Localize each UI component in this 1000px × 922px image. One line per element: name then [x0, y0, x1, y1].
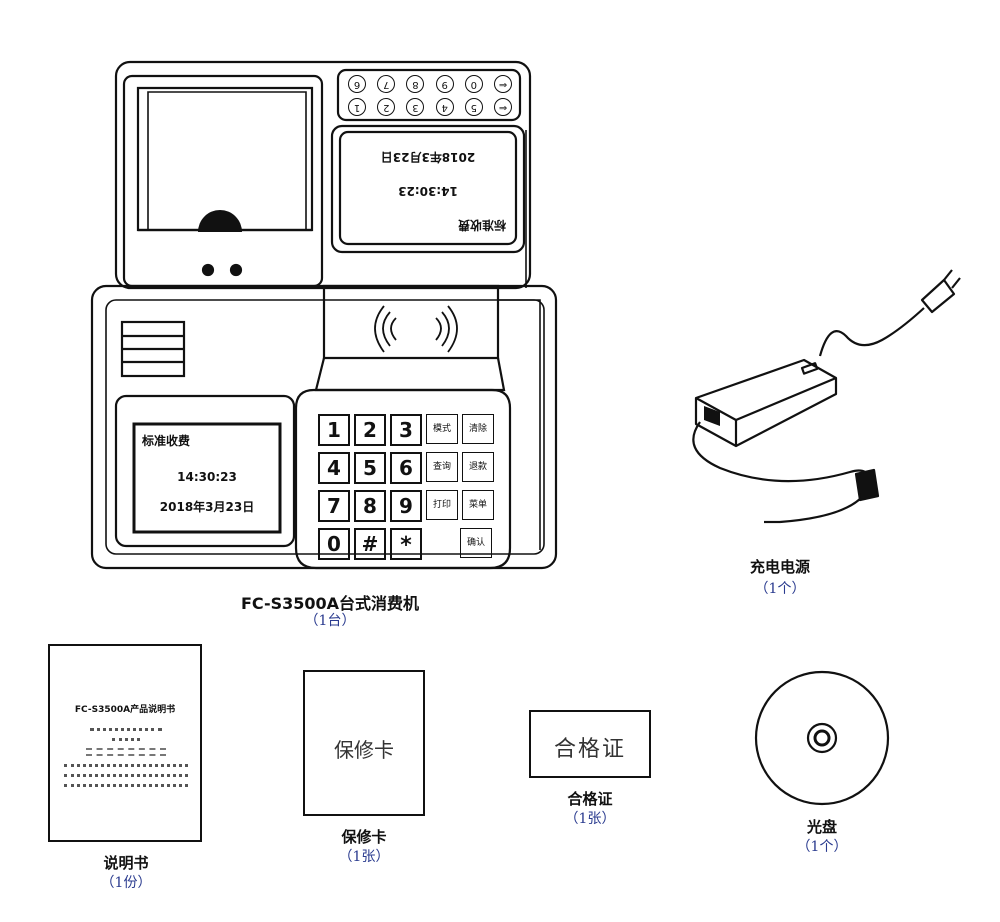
key-query: 查询: [426, 452, 458, 482]
power-caption: 充电电源: [749, 558, 810, 576]
manual-text-line: [86, 754, 166, 756]
key-confirm: 确认: [460, 528, 492, 558]
rear-key: 6: [348, 75, 367, 93]
terminal-caption: FC-S3500A台式消费机: [240, 594, 420, 613]
key-8: 8: [354, 490, 386, 522]
certificate-caption: 合格证: [567, 790, 613, 808]
disc-icon: [754, 670, 890, 806]
manual-title: FC-S3500A产品说明书: [74, 705, 176, 715]
rear-key: 8: [406, 75, 425, 93]
certificate-card: 合格证: [529, 710, 651, 778]
key-print: 打印: [426, 490, 458, 520]
rear-key: 5: [464, 98, 483, 116]
power-adapter-icon: [692, 269, 961, 524]
keypad-spacer: [426, 528, 456, 560]
rear-keypad: ⇐ 5 4 3 2 1 ⇐ 0 9 8 7 6: [342, 74, 518, 118]
keypad-row: 7 8 9 打印 菜单: [318, 490, 498, 522]
disc-qty: （1个）: [796, 839, 848, 855]
rear-keypad-row: ⇐ 0 9 8 7 6: [342, 75, 518, 98]
keypad-row: 4 5 6 查询 退款: [318, 452, 498, 484]
rear-screen-mode: 标准收费: [457, 218, 506, 232]
warranty-card-text: 保修卡: [334, 738, 394, 762]
key-menu: 菜单: [462, 490, 494, 520]
rear-keypad-row: ⇐ 5 4 3 2 1: [342, 98, 518, 118]
manual-text-line: [64, 784, 188, 787]
key-star: *: [390, 528, 422, 560]
key-refund: 退款: [462, 452, 494, 482]
rear-key: 1: [348, 98, 367, 116]
rear-key: 9: [435, 75, 454, 93]
keypad-row: 1 2 3 模式 清除: [318, 414, 498, 446]
rear-key: 4: [435, 98, 454, 116]
rear-screen: 标准收费 14:30:23 2018年3月23日: [340, 132, 516, 244]
front-screen-time: 14:30:23: [177, 470, 237, 484]
front-keypad: 1 2 3 模式 清除 4 5 6 查询 退款 7 8 9 打印 菜单 0 # …: [318, 414, 498, 560]
key-3: 3: [390, 414, 422, 446]
key-clear: 清除: [462, 414, 494, 444]
certificate-qty: （1张）: [564, 811, 616, 827]
warranty-card: 保修卡: [303, 670, 425, 816]
manual-qty: （1份）: [100, 875, 152, 891]
manual-text-line: [112, 738, 140, 741]
key-4: 4: [318, 452, 350, 484]
manual-booklet: FC-S3500A产品说明书: [48, 644, 202, 842]
key-0: 0: [318, 528, 350, 560]
rear-key: ⇐: [494, 75, 512, 93]
rear-screen-time: 14:30:23: [398, 184, 458, 198]
manual-text-line: [90, 728, 162, 731]
rear-key: 7: [377, 75, 396, 93]
key-5: 5: [354, 452, 386, 484]
manual-text-line: [64, 774, 188, 777]
front-screen: 标准收费 14:30:23 2018年3月23日: [136, 426, 278, 530]
rear-key: ⇐: [494, 98, 512, 116]
rear-key: 2: [377, 98, 396, 116]
key-9: 9: [390, 490, 422, 522]
power-qty: （1个）: [754, 581, 806, 597]
front-screen-date: 2018年3月23日: [159, 500, 255, 514]
key-2: 2: [354, 414, 386, 446]
terminal-qty: （1台）: [304, 613, 356, 629]
key-6: 6: [390, 452, 422, 484]
key-hash: #: [354, 528, 386, 560]
rear-key: 0: [464, 75, 483, 93]
manual-caption: 说明书: [103, 854, 149, 872]
key-7: 7: [318, 490, 350, 522]
manual-text-line: [64, 764, 188, 767]
rear-key: 3: [406, 98, 425, 116]
warranty-qty: （1张）: [338, 849, 390, 865]
key-mode: 模式: [426, 414, 458, 444]
key-1: 1: [318, 414, 350, 446]
warranty-caption: 保修卡: [341, 828, 387, 846]
front-screen-mode: 标准收费: [142, 434, 191, 448]
disc-caption: 光盘: [806, 818, 837, 836]
manual-text-line: [86, 748, 166, 750]
keypad-row: 0 # * 确认: [318, 528, 498, 560]
certificate-card-text: 合格证: [553, 737, 626, 762]
rear-screen-date: 2018年3月23日: [380, 150, 476, 164]
